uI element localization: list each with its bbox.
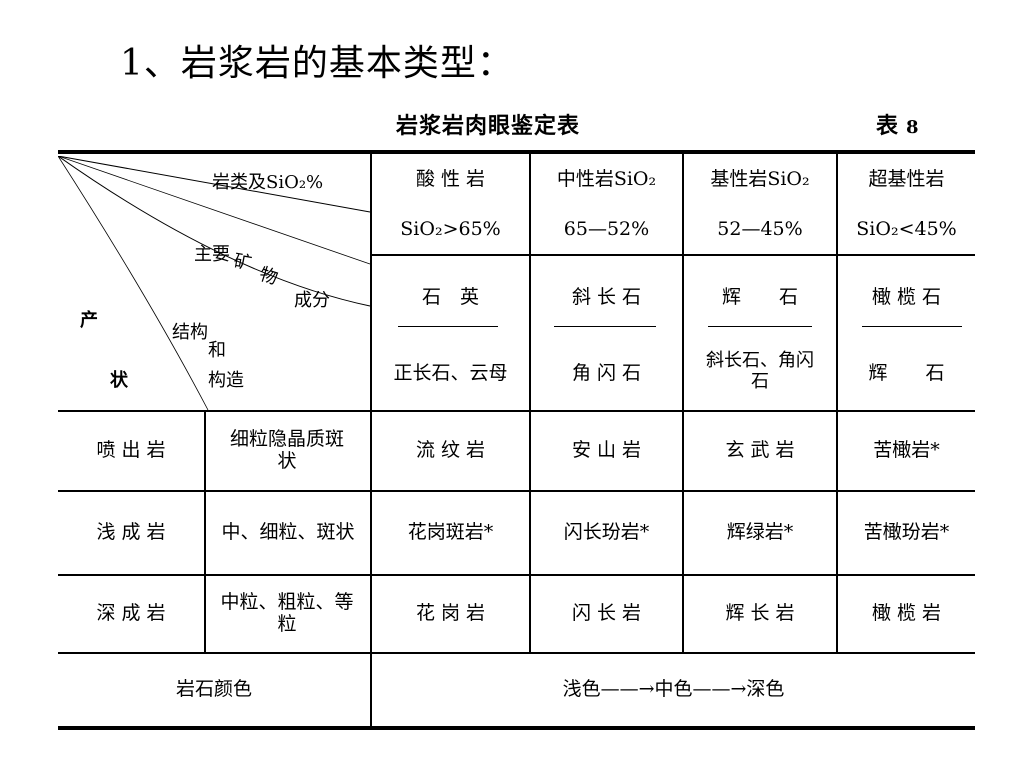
row2-rock-ultrabasic: 苦橄玢岩* bbox=[863, 521, 950, 544]
row2-structure: 中、细粒、斑状 bbox=[221, 521, 355, 544]
corner-occurrence-label-2: 状 bbox=[110, 370, 128, 391]
color-row-value: 浅色——→中色——→深色 bbox=[562, 678, 785, 701]
row1-rock-intermediate: 安 山 岩 bbox=[571, 439, 642, 462]
row1-occurrence: 喷 出 岩 bbox=[96, 439, 166, 462]
row3-rock-acid: 花 岗 岩 bbox=[415, 602, 486, 625]
mineral-secondary-acid: 正长石、云母 bbox=[393, 362, 508, 385]
row2-rock-intermediate: 闪长玢岩* bbox=[563, 521, 650, 544]
row2-rock-acid: 花岗斑岩* bbox=[407, 521, 494, 544]
mineral-secondary-basic: 斜长石、角闪石 bbox=[706, 350, 814, 392]
slide-title: 1、岩浆岩的基本类型： bbox=[120, 43, 514, 84]
mineral-primary-acid: 石 英 bbox=[421, 286, 479, 309]
row1-bottom-line bbox=[58, 490, 975, 492]
mineral-divider-acid bbox=[398, 326, 498, 327]
top-rule bbox=[58, 150, 975, 154]
row3-bottom-line bbox=[58, 652, 975, 654]
col1-right-line bbox=[529, 154, 531, 652]
header-acid-sio2: SiO₂>65% bbox=[400, 218, 501, 241]
occurrence-divider-line bbox=[204, 412, 206, 652]
row2-bottom-line bbox=[58, 574, 975, 576]
row1-structure: 细粒隐晶质斑状 bbox=[229, 428, 344, 472]
header-ultrabasic-sio2: SiO₂<45% bbox=[856, 218, 957, 241]
header-basic-name: 基性岩SiO₂ bbox=[710, 168, 810, 191]
header-bottom-line bbox=[58, 410, 975, 412]
header-acid-name: 酸 性 岩 bbox=[415, 168, 486, 191]
header-mid-line bbox=[371, 254, 975, 256]
mineral-primary-basic: 辉 石 bbox=[721, 286, 798, 309]
header-intermediate-sio2: 65—52% bbox=[563, 218, 650, 241]
bottom-rule bbox=[58, 726, 975, 730]
corner-mineral-label-1: 主要 bbox=[194, 244, 230, 265]
corner-structure-label-1: 结构 bbox=[172, 322, 208, 343]
mineral-divider-intermediate bbox=[554, 326, 656, 327]
row1-rock-acid: 流 纹 岩 bbox=[415, 439, 486, 462]
header-intermediate-name: 中性岩SiO₂ bbox=[556, 168, 657, 191]
table-number-value: 8 bbox=[906, 117, 919, 138]
color-row-label: 岩石颜色 bbox=[175, 678, 252, 701]
row1-rock-ultrabasic: 苦橄岩* bbox=[873, 439, 940, 462]
mineral-primary-intermediate: 斜 长 石 bbox=[571, 286, 642, 309]
mineral-secondary-ultrabasic: 辉 石 bbox=[868, 362, 945, 385]
row1-rock-basic: 玄 武 岩 bbox=[725, 439, 795, 462]
corner-structure-label-2: 和 bbox=[208, 340, 226, 361]
row3-occurrence: 深 成 岩 bbox=[96, 602, 166, 625]
mineral-secondary-intermediate: 角 闪 石 bbox=[571, 362, 642, 385]
row2-occurrence: 浅 成 岩 bbox=[96, 521, 166, 544]
mineral-primary-ultrabasic: 橄 榄 石 bbox=[871, 286, 942, 309]
mineral-divider-ultrabasic bbox=[862, 326, 962, 327]
row3-rock-intermediate: 闪 长 岩 bbox=[571, 602, 642, 625]
row3-rock-basic: 辉 长 岩 bbox=[725, 602, 795, 625]
corner-mineral-label-4: 成分 bbox=[294, 290, 330, 311]
corner-occurrence-label-1: 产 bbox=[80, 310, 98, 331]
mineral-divider-basic bbox=[708, 326, 812, 327]
col3-right-line bbox=[836, 154, 838, 652]
table-title: 岩浆岩肉眼鉴定表 bbox=[396, 114, 581, 139]
corner-diagonals bbox=[58, 156, 371, 411]
header-ultrabasic-name: 超基性岩 bbox=[868, 168, 945, 191]
row3-structure: 中粒、粗粒、等粒 bbox=[220, 591, 354, 635]
corner-right-line bbox=[370, 154, 372, 726]
header-basic-sio2: 52—45% bbox=[717, 218, 803, 241]
row3-rock-ultrabasic: 橄 榄 岩 bbox=[871, 602, 942, 625]
row2-rock-basic: 辉绿岩* bbox=[726, 521, 794, 544]
corner-top-label: 岩类及SiO₂% bbox=[212, 172, 324, 193]
corner-structure-label-3: 构造 bbox=[208, 370, 244, 391]
table-number-label: 表 bbox=[876, 114, 899, 139]
col2-right-line bbox=[682, 154, 684, 652]
